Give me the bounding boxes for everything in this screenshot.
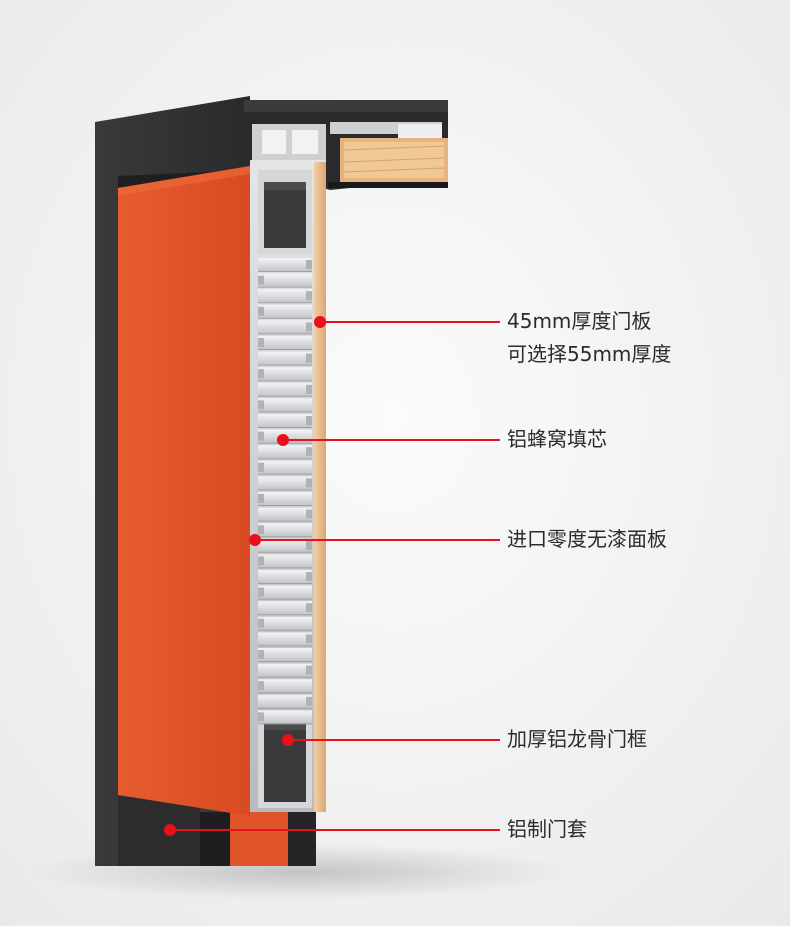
callout-dot-face-panel [249,534,261,546]
honeycomb-cell [258,710,312,724]
honeycomb-cell-notch [306,665,312,675]
honeycomb-cell [258,538,312,552]
honeycomb-cell-notch [306,478,312,488]
callout-label-aluminum-frame: 加厚铝龙骨门框 [507,723,647,756]
callout-label-face-panel: 进口零度无漆面板 [507,523,667,556]
honeycomb-cell-notch [258,681,264,691]
honeycomb-cell-notch [258,587,264,597]
honeycomb-cell [258,460,312,474]
callout-label-honeycomb-core: 铝蜂窝填芯 [507,423,607,456]
honeycomb-cell-notch [306,509,312,519]
honeycomb-cell [258,679,312,693]
honeycomb-cell-notch [258,431,264,441]
honeycomb-cell [258,445,312,459]
honeycomb-cell-notch [258,618,264,628]
honeycomb-cell-notch [306,572,312,581]
callout-text-door-panel-line2: 可选择55mm厚度 [507,342,672,366]
honeycomb-cell-notch [306,384,312,394]
honeycomb-cell-notch [306,634,312,644]
honeycomb-cell-notch [306,696,312,706]
callout-text-face-panel: 进口零度无漆面板 [507,527,667,551]
honeycomb-cell [258,616,312,630]
honeycomb-cells [258,258,312,725]
honeycomb-cell-notch [258,338,264,347]
honeycomb-cell-notch [258,494,264,503]
honeycomb-cell [258,507,312,521]
callout-label-door-casing: 铝制门套 [507,813,587,846]
callout-dot-door-casing [164,824,176,836]
honeycomb-cell [258,273,312,287]
honeycomb-cell-notch [258,556,264,566]
callout-text-door-panel-line1: 45mm厚度门板 [507,309,652,333]
honeycomb-cell [258,694,312,708]
honeycomb-cell [258,320,312,334]
honeycomb-cell-notch [258,275,264,285]
honeycomb-cell [258,258,312,271]
honeycomb-cell [258,414,312,427]
honeycomb-cell-notch [258,650,264,659]
orange-face-panel [118,166,250,816]
honeycomb-cell [258,289,312,303]
honeycomb-cell [258,336,312,349]
honeycomb-cell [258,601,312,615]
honeycomb-cell-notch [306,416,312,425]
honeycomb-cell [258,382,312,396]
callout-dot-door-panel [314,316,326,328]
door-leaf-section [250,160,326,812]
honeycomb-cell-notch [258,400,264,410]
honeycomb-cell [258,648,312,661]
honeycomb-cell-notch [258,525,264,535]
honeycomb-cell-notch [258,369,264,379]
honeycomb-cell-notch [306,322,312,332]
honeycomb-cell-notch [258,306,264,316]
honeycomb-cell [258,398,312,412]
honeycomb-cell-notch [306,291,312,301]
callout-dot-aluminum-frame [282,734,294,746]
honeycomb-cell-notch [306,353,312,363]
honeycomb-cell [258,570,312,583]
honeycomb-cell [258,476,312,490]
honeycomb-cell [258,492,312,505]
honeycomb-cell [258,351,312,365]
honeycomb-cell [258,585,312,599]
callout-text-aluminum-frame: 加厚铝龙骨门框 [507,727,647,751]
callout-dot-honeycomb-core [277,434,289,446]
honeycomb-cell-notch [258,712,264,722]
callout-lines [164,316,500,836]
honeycomb-cell [258,304,312,318]
callout-text-door-casing: 铝制门套 [507,817,587,841]
honeycomb-cell-notch [306,260,312,269]
honeycomb-cell-notch [306,447,312,457]
honeycomb-cell-notch [306,603,312,613]
honeycomb-cell [258,523,312,537]
callout-text-honeycomb-core: 铝蜂窝填芯 [507,427,607,451]
honeycomb-cell-notch [258,462,264,472]
honeycomb-cell-notch [306,540,312,550]
honeycomb-cell [258,367,312,381]
callout-label-door-panel: 45mm厚度门板 可选择55mm厚度 [507,305,671,371]
honeycomb-cell [258,663,312,677]
honeycomb-cell [258,632,312,646]
honeycomb-cell [258,554,312,568]
